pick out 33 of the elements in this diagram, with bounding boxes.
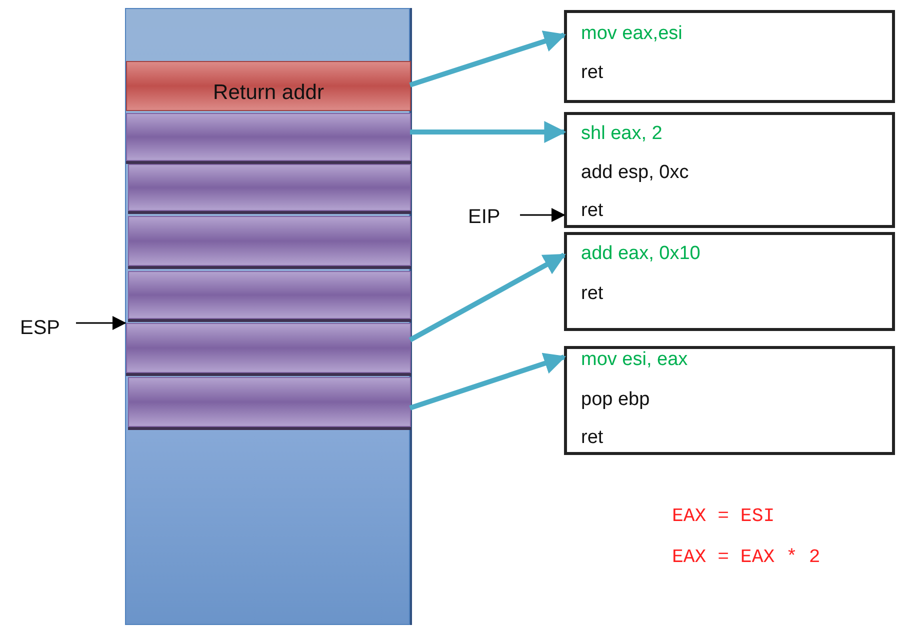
instruction-text: add eax, 0x10 xyxy=(581,243,700,265)
instruction-text: ret xyxy=(581,62,604,84)
slot-label: Return addr xyxy=(212,82,325,104)
stack-slot xyxy=(126,61,411,111)
pointer-arrow xyxy=(409,30,566,88)
stack-slot xyxy=(128,377,411,427)
gadget-box xyxy=(564,232,895,331)
arrow xyxy=(520,208,566,222)
gadget-box xyxy=(564,112,895,228)
stack-slot xyxy=(128,271,411,319)
pointer-arrow xyxy=(409,352,566,410)
stack-slot xyxy=(126,113,411,161)
stack-column xyxy=(125,8,410,625)
instruction-text: ret xyxy=(581,427,604,449)
stack-slot xyxy=(128,216,411,266)
instruction-text: ret xyxy=(581,200,604,222)
stack-slot xyxy=(128,164,411,211)
arrow xyxy=(76,316,126,330)
instruction-text: add esp, 0xc xyxy=(581,162,689,184)
instruction-text: pop ebp xyxy=(581,389,650,411)
instruction-text: ret xyxy=(581,283,604,305)
instruction-text: shl eax, 2 xyxy=(581,123,662,145)
gadget-box xyxy=(564,346,895,455)
stack-slot xyxy=(126,323,411,373)
pointer-arrow xyxy=(410,121,566,143)
equation-note: EAX = EAX * 2 xyxy=(672,546,820,568)
gadget-box xyxy=(564,10,895,103)
pointer-arrow xyxy=(408,252,566,342)
register-label: EIP xyxy=(468,206,500,228)
register-label: ESP xyxy=(20,317,60,339)
equation-note: EAX = ESI xyxy=(672,505,775,527)
instruction-text: mov esi, eax xyxy=(581,349,688,371)
instruction-text: mov eax,esi xyxy=(581,23,682,45)
